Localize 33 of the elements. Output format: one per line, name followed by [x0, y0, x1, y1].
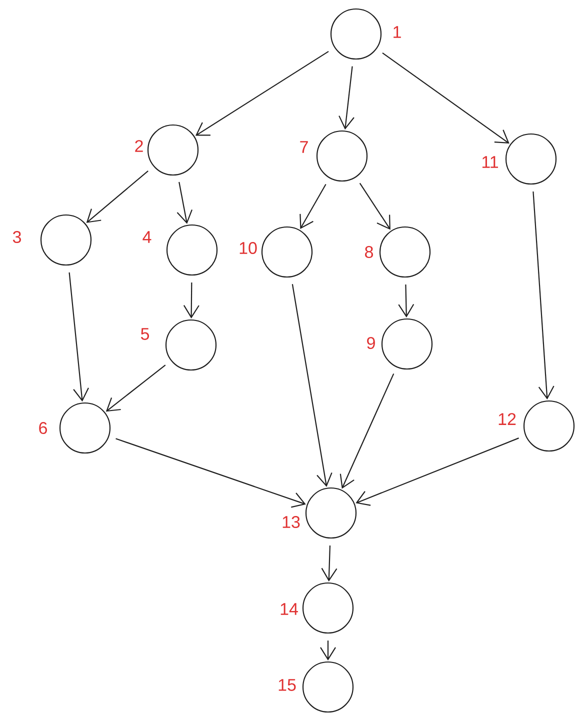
arrow: [340, 373, 394, 489]
node-number: 10: [240, 242, 257, 254]
arrow: [195, 50, 329, 136]
node-number: 14: [280, 603, 298, 615]
arrow: [532, 191, 554, 400]
node-number: 2: [135, 140, 143, 152]
arrow: [292, 284, 332, 487]
node-number: 12: [498, 413, 516, 425]
arrow: [183, 282, 200, 318]
arrow: [68, 272, 89, 402]
node-number: 8: [365, 246, 373, 258]
arrow: [321, 546, 338, 582]
node-number: 13: [282, 516, 300, 528]
node-number: 4: [142, 231, 152, 243]
node-number: 5: [140, 328, 149, 340]
node-number: 1: [394, 26, 401, 38]
node-number: 7: [300, 141, 308, 153]
arrow: [338, 66, 354, 130]
node-number: 6: [39, 422, 47, 434]
arrow: [106, 364, 166, 412]
arrow: [382, 52, 510, 144]
arrow: [86, 170, 148, 223]
node-number: 9: [367, 336, 375, 350]
arrow: [116, 438, 306, 508]
arrow: [176, 182, 192, 224]
arrow: [356, 438, 519, 506]
node-number: 15: [278, 679, 296, 691]
arrow: [300, 184, 326, 229]
node-number: 11: [482, 156, 498, 168]
arrow: [398, 284, 414, 318]
arrow: [320, 640, 336, 660]
node-number: 3: [12, 230, 21, 244]
arrow: [359, 182, 390, 230]
